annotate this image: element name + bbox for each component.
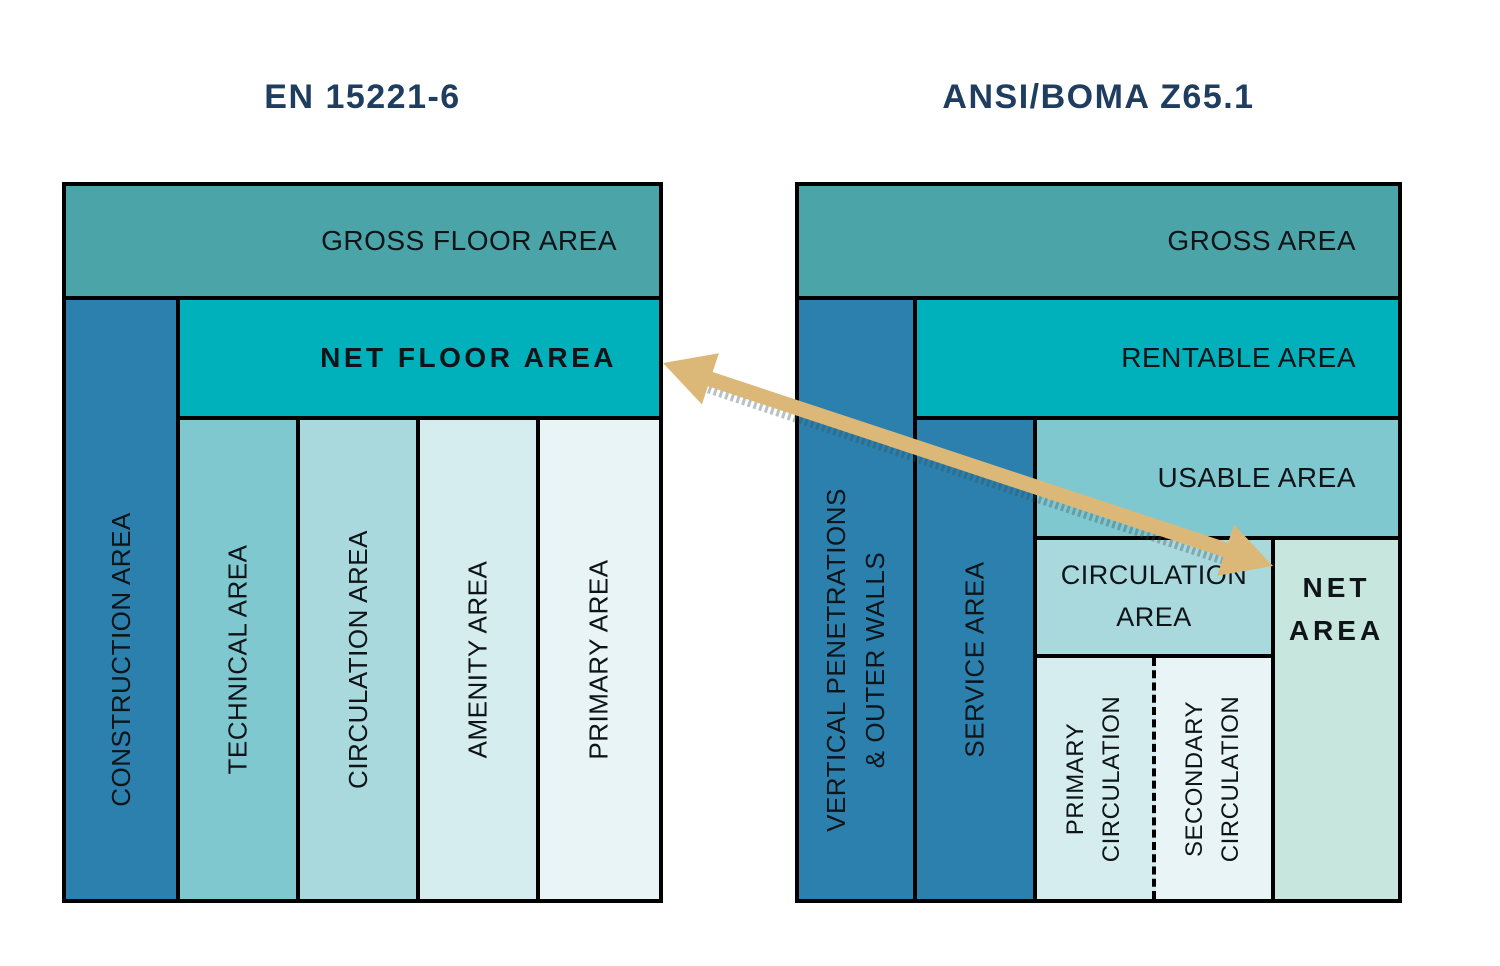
right-diagram-title: ANSI/BOMA Z65.1 [942, 77, 1255, 116]
gross-floor-area-label: GROSS FLOOR AREA [321, 225, 617, 256]
service-area-box: SERVICE AREA [917, 420, 1033, 899]
amenity-area-box: AMENITY AREA [420, 420, 536, 899]
service-area-label: SERVICE AREA [959, 561, 990, 758]
circulation-subdivision: PRIMARY CIRCULATION SECONDARY CIRCULATIO… [1037, 654, 1271, 899]
rentable-area-label: RENTABLE AREA [1121, 342, 1356, 373]
primary-area-label: PRIMARY AREA [584, 559, 614, 760]
vertical-penetrations-box: VERTICAL PENETRATIONS & OUTER WALLS [799, 300, 913, 899]
amenity-area-label: AMENITY AREA [462, 560, 493, 759]
usable-area-label: USABLE AREA [1157, 462, 1356, 493]
secondary-circulation-label: SECONDARY CIRCULATION [1181, 695, 1245, 862]
arrow-head-left [663, 353, 719, 405]
circulation-area-label-right: CIRCULATION AREA [1060, 560, 1248, 632]
technical-area-box: TECHNICAL AREA [180, 420, 296, 899]
left-diagram-title: EN 15221-6 [264, 77, 461, 116]
circulation-area-box-left: CIRCULATION AREA [300, 420, 416, 899]
construction-area-box: CONSTRUCTION AREA [66, 300, 176, 899]
en-15221-6-diagram: GROSS FLOOR AREA CONSTRUCTION AREA NET F… [62, 182, 663, 903]
circulation-area-label-left: CIRCULATION AREA [342, 530, 373, 789]
ansi-boma-z65-1-diagram: GROSS AREA VERTICAL PENETRATIONS & OUTER… [795, 182, 1402, 903]
usable-area-box: USABLE AREA [1037, 420, 1398, 536]
primary-area-box: PRIMARY AREA [540, 420, 659, 899]
gross-area-box: GROSS AREA [799, 186, 1398, 296]
net-floor-area-label: NET FLOOR AREA [320, 342, 617, 373]
net-area-label: NET AREA [1288, 572, 1385, 647]
net-floor-area-box: NET FLOOR AREA [180, 300, 659, 416]
construction-area-label: CONSTRUCTION AREA [105, 512, 136, 807]
primary-circulation-label: PRIMARY CIRCULATION [1062, 695, 1126, 862]
gross-area-label: GROSS AREA [1167, 225, 1356, 256]
primary-circulation-box: PRIMARY CIRCULATION [1037, 658, 1156, 899]
circulation-area-box-right: CIRCULATION AREA [1037, 540, 1271, 654]
secondary-circulation-box: SECONDARY CIRCULATION [1156, 658, 1271, 899]
rentable-area-box: RENTABLE AREA [917, 300, 1398, 416]
net-area-box: NET AREA [1275, 540, 1398, 899]
technical-area-label: TECHNICAL AREA [222, 544, 253, 775]
vertical-penetrations-label: VERTICAL PENETRATIONS & OUTER WALLS [821, 487, 891, 832]
gross-floor-area-box: GROSS FLOOR AREA [66, 186, 659, 296]
circulation-region: CIRCULATION AREA PRIMARY CIRCULATION [1037, 540, 1271, 899]
